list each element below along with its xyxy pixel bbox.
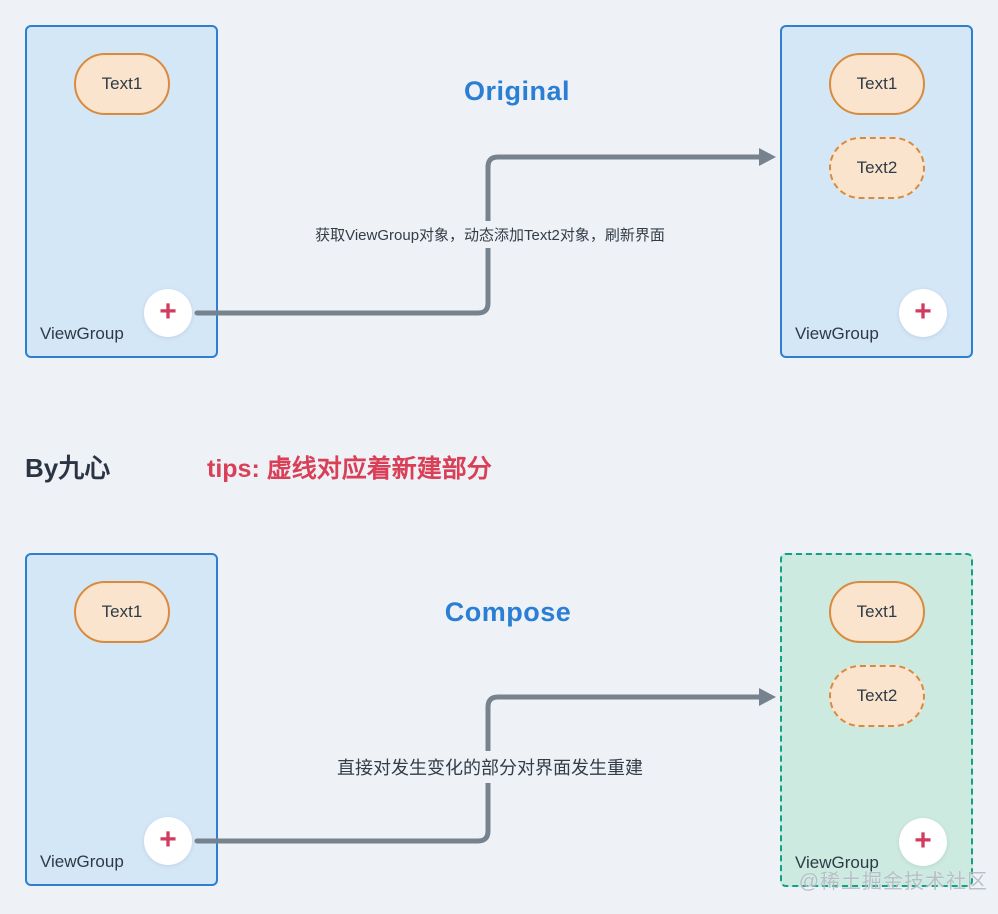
plus-icon: + [159,823,177,856]
site-watermark: @稀土掘金技术社区 [798,871,988,893]
text1-node: Text1 [829,581,925,643]
arrow-label-compose: 直接对发生变化的部分对界面发生重建 [329,751,651,783]
text1-node-label: Text1 [856,74,898,93]
text1-node-label: Text1 [101,602,143,621]
text1-node: Text1 [74,53,170,115]
text1-node: Text1 [74,581,170,643]
plus-icon: + [914,295,932,328]
viewgroup-box-original-before: Text1 ViewGroup + [25,25,218,358]
tips-note: tips: 虚线对应着新建部分 [207,455,492,483]
section-title-original: Original [463,76,570,106]
text1-node-label: Text1 [856,602,898,621]
viewgroup-label: ViewGroup [795,853,879,872]
add-view-button[interactable]: + [899,289,947,337]
arrow-label-original: 获取ViewGroup对象，动态添加Text2对象，刷新界面 [307,221,673,248]
arrowhead-original [759,148,776,166]
plus-icon: + [159,295,177,328]
add-view-button[interactable]: + [144,289,192,337]
viewgroup-box-compose-after-rebuilt: Text1 Text2 ViewGroup + [780,553,973,887]
viewgroup-label: ViewGroup [40,852,124,871]
add-view-button[interactable]: + [144,817,192,865]
text2-node-new: Text2 [829,137,925,199]
viewgroup-box-original-after: Text1 Text2 ViewGroup + [780,25,973,358]
text2-node-label: Text2 [856,158,898,177]
viewgroup-box-compose-before: Text1 ViewGroup + [25,553,218,886]
viewgroup-label: ViewGroup [40,324,124,343]
text2-node-new: Text2 [829,665,925,727]
author-byline: By九心 [25,453,111,483]
text1-node-label: Text1 [101,74,143,93]
arrowhead-compose [759,688,776,706]
text2-node-label: Text2 [856,686,898,705]
viewgroup-label: ViewGroup [795,324,879,343]
text1-node: Text1 [829,53,925,115]
plus-icon: + [914,824,932,857]
section-title-compose: Compose [444,597,572,627]
add-view-button[interactable]: + [899,818,947,866]
